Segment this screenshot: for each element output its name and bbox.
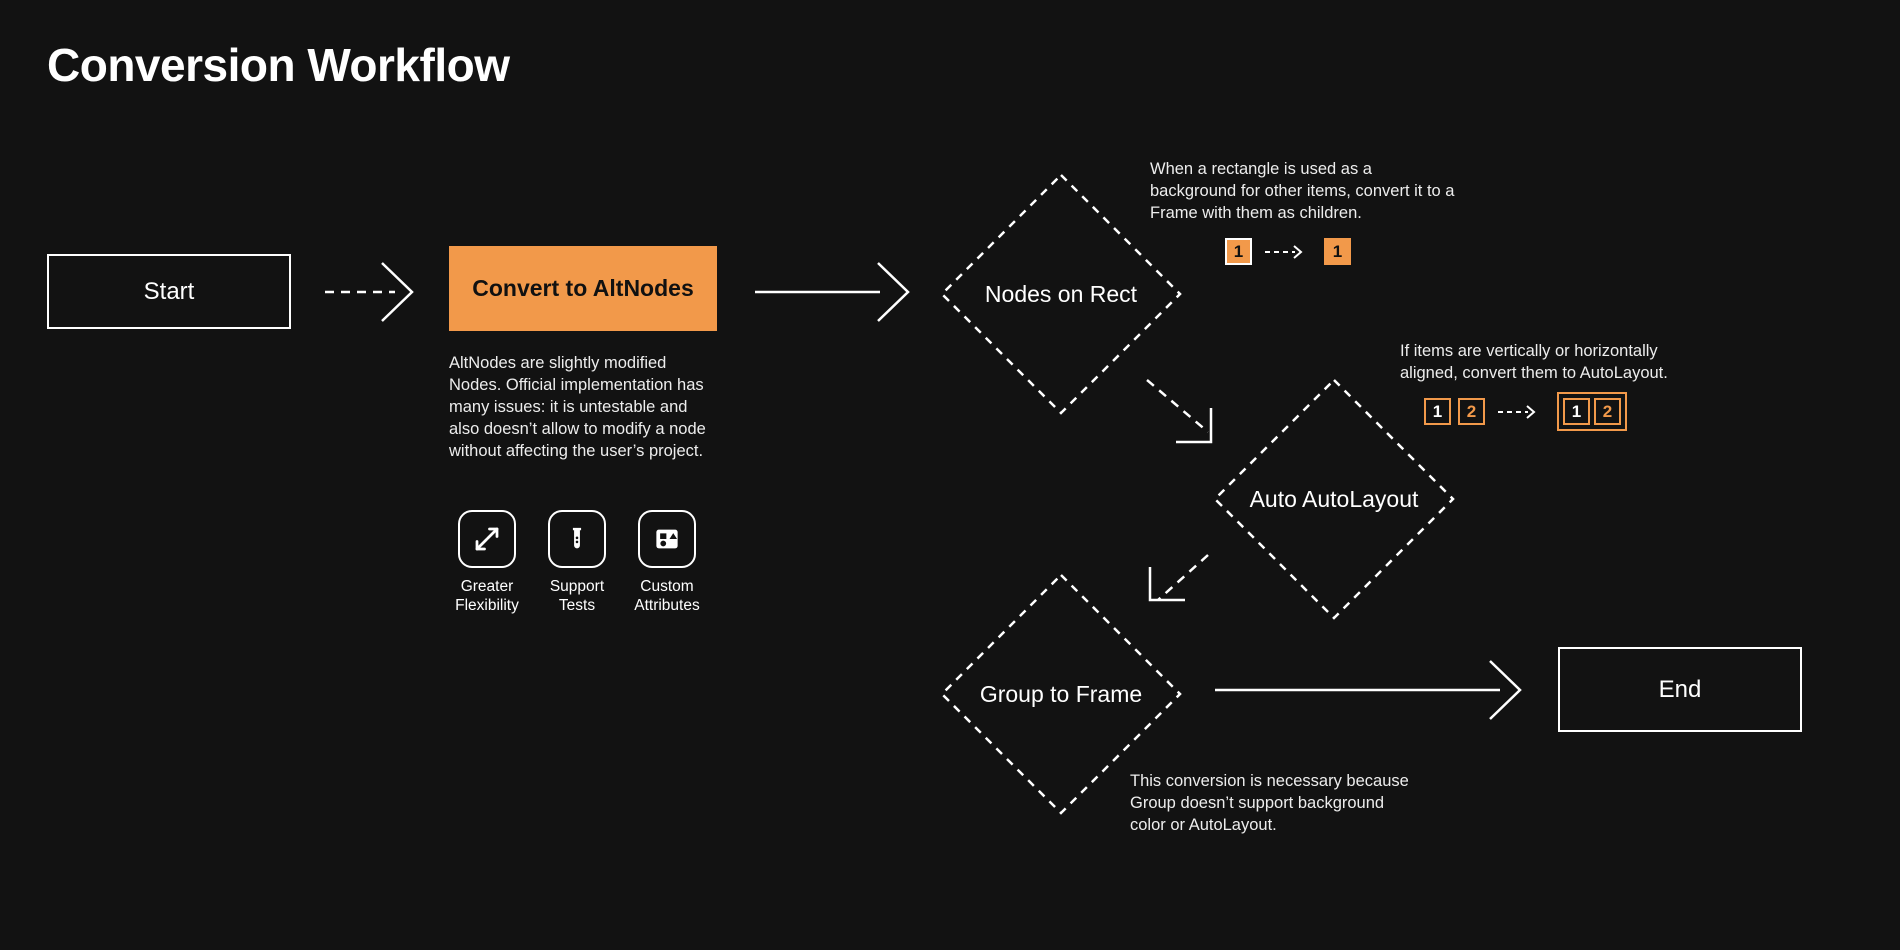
badge-after-2: 2 xyxy=(1594,398,1621,425)
node-auto-autolayout-label: Auto AutoLayout xyxy=(1249,485,1419,512)
feature-greater-flexibility[interactable]: Greater Flexibility xyxy=(452,510,522,615)
badge-after-1: 1 xyxy=(1324,238,1351,265)
feature-support-tests[interactable]: Support Tests xyxy=(542,510,612,615)
badge-group-after: 1 2 xyxy=(1557,392,1627,431)
feature-custom-attributes[interactable]: Custom Attributes xyxy=(632,510,702,615)
edge-group-to-frame-to-end xyxy=(1215,660,1522,720)
node-start-label: Start xyxy=(143,277,195,305)
badge-before-1: 1 xyxy=(1424,398,1451,425)
page-title: Conversion Workflow xyxy=(47,39,510,91)
annotation-nodes-on-rect: When a rectangle is used as a background… xyxy=(1150,160,1455,222)
node-group-to-frame-label: Group to Frame xyxy=(979,680,1143,707)
feature-list: Greater Flexibility Support Tests xyxy=(452,510,702,615)
feature-support-tests-label: Support Tests xyxy=(549,578,605,614)
annotation-auto-autolayout: If items are vertically or horizontally … xyxy=(1400,342,1668,382)
node-end[interactable]: End xyxy=(1558,647,1802,732)
annotation-group-to-frame: This conversion is necessary because Gro… xyxy=(1130,772,1409,834)
convert-description: AltNodes are slightly modified Nodes. Of… xyxy=(449,354,706,460)
shapes-icon xyxy=(638,510,696,568)
node-convert-label: Convert to AltNodes xyxy=(472,275,694,301)
expand-arrows-icon xyxy=(458,510,516,568)
feature-greater-flexibility-label: Greater Flexibility xyxy=(455,578,519,614)
annotation-nodes-on-rect-illustration: 1 1 xyxy=(1225,238,1351,265)
node-end-label: End xyxy=(1658,675,1702,703)
node-group-to-frame[interactable]: Group to Frame xyxy=(942,575,1180,813)
dashed-arrow-icon xyxy=(1265,244,1303,259)
node-nodes-on-rect[interactable]: Nodes on Rect xyxy=(942,175,1180,413)
node-auto-autolayout[interactable]: Auto AutoLayout xyxy=(1215,380,1453,618)
node-start[interactable]: Start xyxy=(47,254,291,329)
badge-after-1: 1 xyxy=(1563,398,1590,425)
test-tube-icon xyxy=(548,510,606,568)
annotation-auto-autolayout-illustration: 1 2 1 2 xyxy=(1424,392,1627,431)
edge-start-to-convert xyxy=(325,262,414,322)
badge-before-2: 2 xyxy=(1458,398,1485,425)
dashed-arrow-icon xyxy=(1498,404,1536,419)
node-convert-to-altnodes[interactable]: Convert to AltNodes xyxy=(449,246,717,331)
badge-before-1: 1 xyxy=(1225,238,1252,265)
feature-custom-attributes-label: Custom Attributes xyxy=(634,578,700,614)
edge-convert-to-nodes-on-rect xyxy=(755,262,910,322)
node-nodes-on-rect-label: Nodes on Rect xyxy=(984,280,1138,307)
